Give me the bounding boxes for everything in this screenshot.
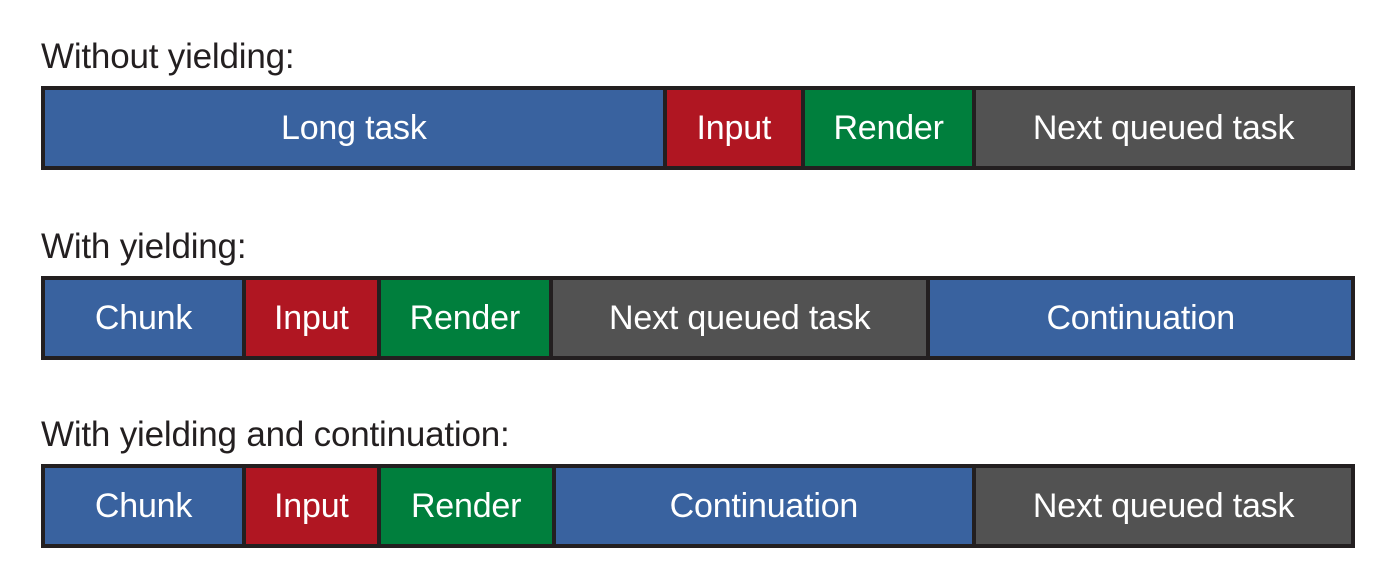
segment-label: Input [274, 299, 349, 337]
segment-label: Render [833, 109, 944, 147]
segment-label: Input [696, 109, 772, 147]
timeline-segment-input: Input [246, 280, 381, 356]
group-label: With yielding: [41, 227, 247, 266]
timeline-segment-input: Input [246, 468, 381, 544]
segment-label: Render [410, 487, 522, 525]
timeline-bar: Chunk Input Render Next queued task Cont… [41, 276, 1355, 360]
segment-label: Long task [281, 109, 427, 147]
segment-label: Input [274, 487, 349, 525]
segment-label: Continuation [669, 487, 859, 525]
timeline-bar: Long task Input Render Next queued task [41, 86, 1355, 170]
timeline-group-without-yielding: Without yielding: Long task Input Render… [41, 36, 1355, 170]
timeline-segment-next-queued-task: Next queued task [553, 280, 931, 356]
segment-label: Next queued task [1032, 487, 1295, 525]
segment-label: Next queued task [1032, 109, 1295, 147]
timeline-segment-render: Render [805, 90, 977, 166]
timeline-group-with-yielding: With yielding: Chunk Input Render Next q… [41, 226, 1355, 360]
timeline-segment-next-queued-task: Next queued task [976, 90, 1351, 166]
timeline-segment-chunk: Chunk [45, 280, 247, 356]
segment-label: Next queued task [609, 299, 871, 337]
timeline-group-with-yielding-and-continuation: With yielding and continuation: Chunk In… [41, 414, 1355, 548]
timeline-segment-render: Render [380, 468, 556, 544]
timeline-bar: Chunk Input Render Continuation Next que… [41, 464, 1355, 548]
timeline-segment-continuation: Continuation [555, 468, 977, 544]
timeline-segment-render: Render [380, 280, 554, 356]
timeline-segment-input: Input [666, 90, 806, 166]
segment-label: Chunk [94, 487, 193, 525]
timeline-segment-long-task: Long task [45, 90, 667, 166]
segment-label: Chunk [94, 299, 193, 337]
segment-label: Continuation [1046, 299, 1235, 337]
group-label: Without yielding: [41, 37, 295, 76]
segment-label: Render [409, 299, 521, 337]
group-label: With yielding and continuation: [41, 415, 510, 454]
timeline-segment-next-queued-task: Next queued task [976, 468, 1351, 544]
timeline-segment-chunk: Chunk [45, 468, 247, 544]
timeline-segment-continuation: Continuation [930, 280, 1351, 356]
